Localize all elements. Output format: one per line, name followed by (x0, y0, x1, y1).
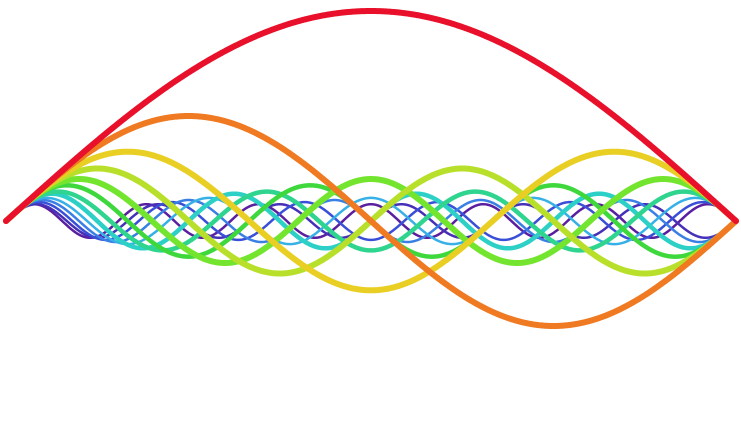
harmonic-wave-1 (3, 8, 739, 224)
harmonic-wave-5 (3, 176, 739, 266)
harmonic-wave-2 (3, 113, 739, 329)
harmonic-wave-7 (3, 189, 739, 253)
harmonic-wave-3 (3, 148, 739, 294)
harmonic-wave-13 (4, 202, 738, 240)
harmonic-wave-11 (4, 200, 738, 242)
